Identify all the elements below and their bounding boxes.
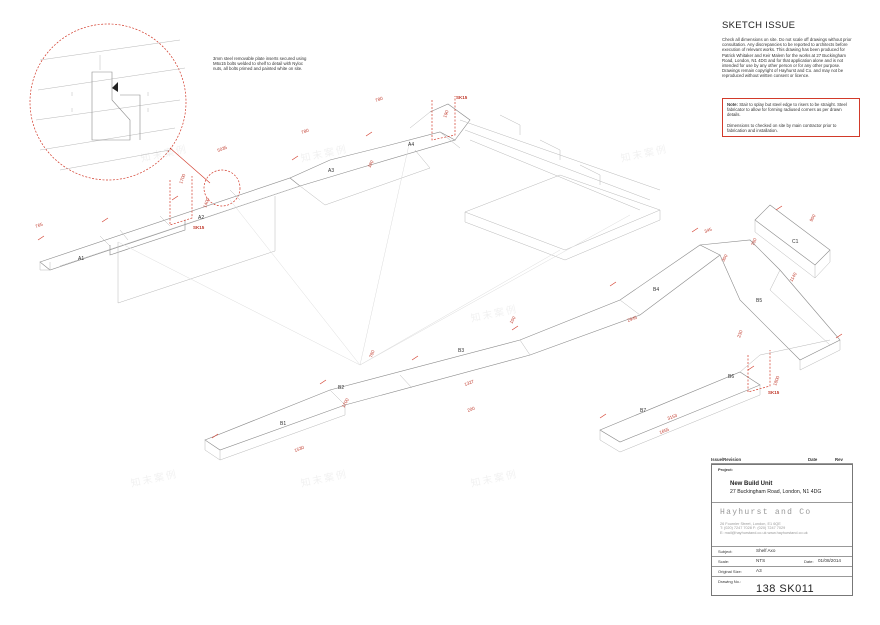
dimension-label: 5035: [217, 145, 229, 153]
date-column-label: Date: [808, 457, 818, 462]
dimension-label: 230: [736, 329, 743, 338]
note-line-1: Note: Stair to splay but steel edge to r…: [727, 102, 855, 118]
divider: [712, 556, 852, 557]
drawing-number-label: Drawing No.:: [718, 579, 742, 584]
date-value: 01/08/2014: [818, 558, 841, 563]
dimension-label: 780: [368, 349, 375, 358]
scale-label: Scale:: [718, 559, 730, 564]
segment-label-b5: B5: [756, 298, 762, 304]
issue-revision-label: Issue/Revision: [711, 457, 742, 462]
original-size-label: Original Size:: [718, 569, 742, 574]
note-line-2: Dimensions to checked on site by main co…: [727, 122, 837, 133]
revision-header: Issue/Revision Date Rev: [711, 456, 853, 464]
firm-name: Hayhurst and Co: [720, 508, 812, 517]
shelf-run-b: [204, 239, 841, 461]
dimension-label: 765: [35, 222, 44, 229]
section-mark-label: SK15: [768, 390, 780, 395]
sheet-notes: SKETCH ISSUE Check all dimensions on sit…: [722, 20, 854, 79]
scale-value: NTS: [756, 558, 766, 563]
date-label: Date:: [804, 559, 814, 564]
dimension-label: 1655: [659, 427, 671, 435]
dimension-label: 1530: [294, 445, 306, 453]
firm-address: 26 Fournier Street, London, E1 6QE T: (0…: [720, 522, 808, 535]
subject-value: Shelf Axo: [756, 548, 776, 553]
dimension-label: 780: [375, 96, 384, 103]
sheet-title: SKETCH ISSUE: [722, 20, 796, 31]
detail-reference-circle: [203, 169, 241, 207]
original-size-value: A3: [756, 568, 762, 573]
section-mark-label: SK15: [193, 225, 205, 230]
segment-label-b7: B7: [640, 408, 646, 414]
drawing-number: 138 SK011: [756, 583, 815, 595]
note-text: Stair to splay but steel edge to risers …: [727, 102, 847, 118]
general-notes: Check all dimensions on site. Do not sca…: [722, 37, 852, 79]
segment-label-b1: B1: [280, 421, 286, 427]
project-name: New Build Unit: [730, 481, 773, 487]
firm-address-line: 26 Fournier Street, London, E1 6QE: [720, 522, 781, 526]
segment-label-b2: B2: [338, 385, 344, 391]
dimension-label: 1200: [341, 397, 351, 409]
dimension-label: 3153: [667, 413, 679, 421]
title-block: Issue/Revision Date Rev Project: New Bui…: [711, 456, 853, 596]
note-label: Note:: [727, 102, 738, 107]
divider: [712, 502, 852, 503]
dimension-label: 190: [442, 109, 449, 118]
shelf-c1: [754, 204, 831, 279]
section-marks: [169, 96, 771, 393]
section-mark-label: SK15: [456, 95, 468, 100]
project-address: 27 Buckingham Road, London, N1 4DG: [730, 489, 822, 495]
segment-label-a2: A2: [198, 215, 204, 221]
dimension-label: 345: [704, 227, 713, 234]
dimension-labels: 765 1700 5035 780 1400 180 780 190 1530 200 1200 78…: [35, 96, 817, 453]
dimension-label: 780: [301, 128, 310, 135]
title-block-frame: Project: New Build Unit 27 Buckingham Ro…: [711, 464, 853, 596]
dimension-label: 900: [809, 213, 817, 222]
dimension-ticks: [37, 131, 843, 439]
detail-callout-note: 3mm steel removable plate inserts secure…: [213, 56, 307, 72]
dimension-label: 1140: [789, 271, 798, 282]
firm-phone-line: T: (020) 7247 7028 F: (020) 7247 7029: [720, 526, 786, 531]
shelf-run-a: [39, 103, 661, 304]
segment-label-a3: A3: [328, 168, 334, 174]
subject-label: Subject:: [718, 549, 733, 554]
rev-column-label: Rev: [835, 457, 843, 462]
dimension-label: 1327: [464, 379, 476, 387]
dimension-label: 200: [467, 406, 476, 413]
dimension-label: 180: [367, 159, 375, 168]
dimension-label: 1700: [178, 173, 186, 185]
dimension-label: 1400: [202, 197, 210, 209]
segment-label-b3: B3: [458, 348, 464, 354]
dimension-label: 300: [721, 253, 729, 262]
dimension-label: 780: [750, 237, 757, 246]
segment-label-c1: C1: [792, 239, 799, 245]
detail-circle: [29, 23, 187, 181]
firm-email-line: E: mail@hayhurstand.co.uk www.hayhurstan…: [720, 530, 808, 535]
segment-label-a1: A1: [78, 256, 84, 262]
dimension-label: 100: [509, 315, 517, 324]
dimension-label: 2945: [627, 315, 639, 323]
divider: [712, 576, 852, 577]
divider: [712, 546, 852, 547]
divider: [712, 566, 852, 567]
note-box: Note: Stair to splay but steel edge to r…: [722, 98, 860, 138]
segment-label-b4: B4: [653, 287, 659, 293]
project-label: Project:: [718, 467, 733, 472]
dimension-label: 1800: [772, 375, 780, 387]
segment-label-a4: A4: [408, 142, 414, 148]
segment-label-b6: B6: [728, 374, 734, 380]
